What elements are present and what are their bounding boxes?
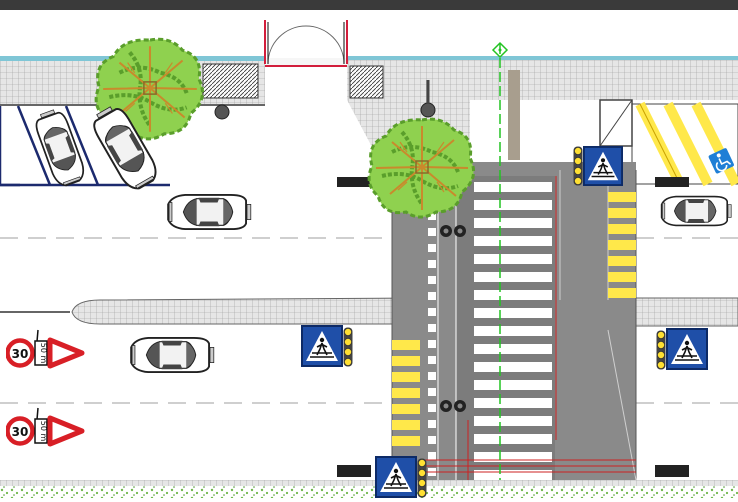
zebra-crossing: [474, 182, 552, 480]
bottom-kerb: [0, 480, 738, 486]
zebra-stripe: [474, 452, 552, 462]
zebra-stripe: [474, 182, 552, 192]
gate-threshold: [265, 58, 347, 66]
warning-light-icon: [417, 458, 427, 498]
hatched-area: [202, 63, 259, 99]
bike-lane-dashes: [428, 180, 436, 476]
bottom-verge: [0, 486, 738, 498]
car-icon: [660, 195, 732, 227]
bike-lane-dash: [428, 372, 436, 380]
warning-light-icon: [656, 330, 666, 370]
tactile-pad: [608, 256, 636, 266]
tactile-pad: [608, 224, 636, 234]
tactile-pad: [392, 436, 420, 446]
gate-frame: [264, 20, 348, 67]
axis-line: [491, 41, 509, 498]
bike-lane-dash: [428, 452, 436, 460]
speed-limit-value: 30: [12, 425, 29, 439]
car-icon: [167, 193, 252, 231]
zebra-stripe: [474, 362, 552, 372]
drain-grate: [337, 177, 689, 477]
car-icon: [31, 105, 89, 190]
median-strip: [508, 70, 520, 160]
gate-leaves: [267, 22, 345, 64]
car-icon: [130, 336, 215, 374]
pedestrian-crossing-sign-icon: [375, 456, 417, 498]
bicycle-icon: [440, 225, 466, 412]
tactile-pad: [608, 272, 636, 282]
speed-limit-sign: 30 50 m: [8, 330, 83, 366]
distance-plate-text: 50 m: [39, 343, 48, 364]
zebra-stripe: [474, 200, 552, 210]
tactile-pad: [392, 420, 420, 430]
pedestrian-crossing-sign-icon: [583, 146, 623, 186]
tactile-pad: [608, 288, 636, 298]
bike-lane-dash: [428, 388, 436, 396]
tactile-pad: [392, 388, 420, 398]
zebra-stripe: [474, 398, 552, 408]
zebra-stripe: [474, 254, 552, 264]
warning-light-icon: [573, 146, 583, 186]
zebra-stripe: [474, 272, 552, 282]
bike-lane-dash: [428, 436, 436, 444]
warning-light-icon: [343, 327, 353, 367]
kerb-line: [347, 56, 738, 60]
speed-limit-sign: 30 50 m: [8, 408, 83, 444]
bike-lane-dash: [428, 324, 436, 332]
tactile-pad: [392, 340, 420, 350]
zebra-stripe: [474, 380, 552, 390]
viewer-top-bar: [0, 0, 738, 10]
distance-plate-text: 50 m: [39, 421, 48, 442]
dimension-lines: [420, 176, 636, 480]
bike-lane-dash: [428, 308, 436, 316]
bike-lane-dash: [428, 276, 436, 284]
zebra-stripe: [474, 290, 552, 300]
zebra-stripe: [474, 218, 552, 228]
pedestrian-crossing-sign-icon: [301, 325, 343, 367]
zebra-stripe: [474, 326, 552, 336]
tactile-pad: [392, 356, 420, 366]
bike-lane-dash: [428, 260, 436, 268]
tactile-pad: [392, 404, 420, 414]
street-lamp-icon: [214, 80, 436, 120]
bike-lane-dash: [428, 356, 436, 364]
zebra-stripe: [474, 434, 552, 444]
hatched-area: [349, 65, 384, 99]
bike-lane-dash: [428, 244, 436, 252]
zebra-stripe: [474, 416, 552, 426]
gate-swing: [267, 25, 345, 65]
speed-limit-value: 30: [12, 347, 29, 361]
tactile-pad: [608, 240, 636, 250]
wheelchair-icon: [708, 148, 734, 174]
bike-lane-dash: [428, 212, 436, 220]
zebra-stripe: [474, 344, 552, 354]
tactile-pad: [608, 192, 636, 202]
zebra-stripe: [474, 470, 552, 480]
bike-lane: [420, 176, 457, 480]
zebra-stripe: [474, 308, 552, 318]
bike-lane-dash: [428, 420, 436, 428]
tactile-pad: [608, 208, 636, 218]
pedestrian-crossing-sign-icon: [666, 328, 708, 370]
bike-lane-dash: [428, 228, 436, 236]
bike-lane-dash: [428, 404, 436, 412]
bike-lane-dash: [428, 292, 436, 300]
lane-divider-lines: [0, 237, 738, 404]
zebra-stripe: [474, 236, 552, 246]
tactile-paving: [392, 192, 636, 446]
bike-lane-dash: [428, 340, 436, 348]
tactile-pad: [392, 372, 420, 382]
